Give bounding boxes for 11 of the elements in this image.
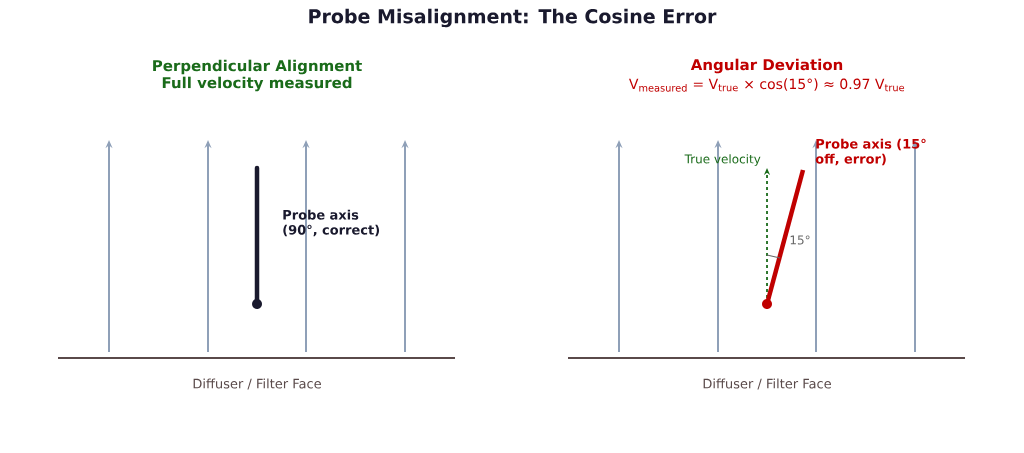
panel-heading: Angular Deviation [690,58,843,74]
surface-label: Diffuser / Filter Face [703,378,831,390]
angle-label: 15° [790,235,810,245]
title: Probe Misalignment: The Cosine Error [309,8,717,28]
velocity-label: True velocity [684,154,761,166]
panel-heading: Perpendicular Alignment [153,59,362,75]
probe-label: Probe axis (90°, correct) [283,209,380,237]
formula-text: V$_{measured}$ = V$_{true}$ × cos(15°) ≈ 0.97 V$_{true}$ [629,78,905,92]
panel-heading: Full velocity measured [162,76,352,92]
surface-label: Diffuser / Filter Face [193,378,321,390]
probe-label: Probe axis (15° off, error) [815,138,926,166]
